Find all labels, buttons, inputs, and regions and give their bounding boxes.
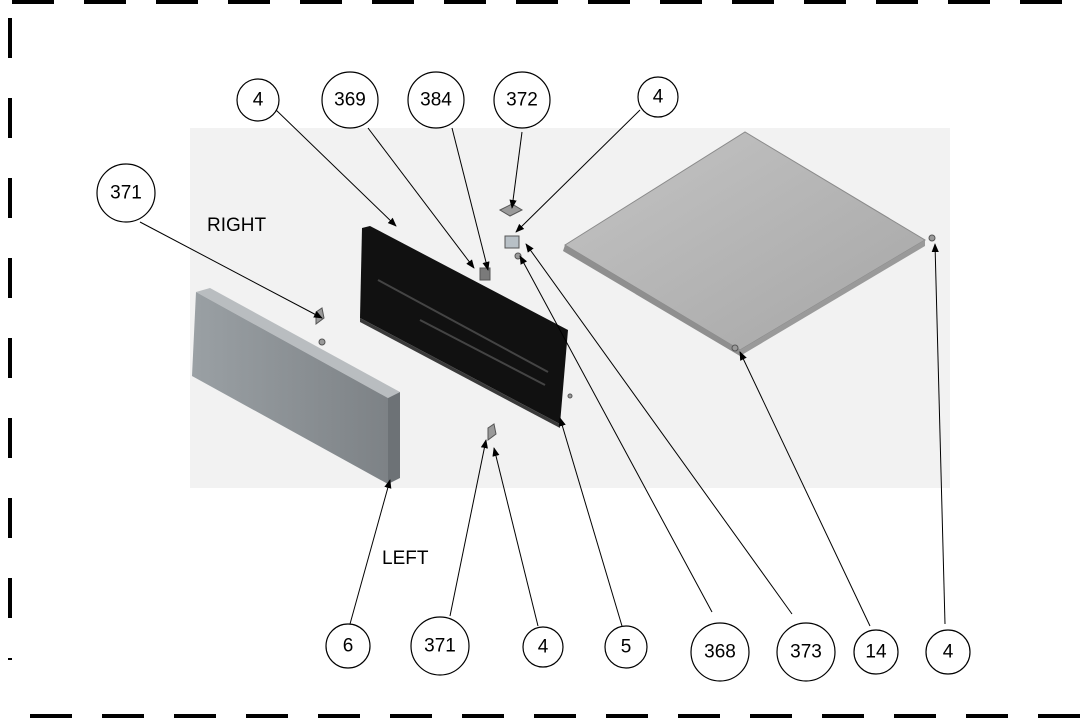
back-panel [360,226,568,428]
callout-369: 369 [334,90,366,111]
label-right: RIGHT [207,215,267,236]
callout-372: 372 [506,90,538,111]
callout-368: 368 [704,642,736,663]
callout-4-top-left: 4 [253,90,264,111]
callout-4-bottom-a: 4 [538,637,549,658]
callout-6: 6 [343,636,354,657]
leader-lines [139,107,946,627]
callout-numbers: 4 369 384 372 4 371 6 371 4 5 368 373 14… [110,87,954,663]
callout-5: 5 [621,637,632,658]
dashed-border [8,0,1084,718]
callout-373: 373 [790,642,822,663]
label-left: LEFT [382,548,429,569]
callout-371-left: 371 [110,183,142,204]
callout-14: 14 [865,642,887,663]
callout-4-top-right: 4 [653,87,664,108]
top-plate [563,131,926,356]
callout-371-bottom: 371 [424,636,456,657]
callout-4-bottom-b: 4 [943,642,954,663]
callout-balloon [96,71,971,682]
front-panel [192,288,400,484]
callout-384: 384 [420,90,452,111]
